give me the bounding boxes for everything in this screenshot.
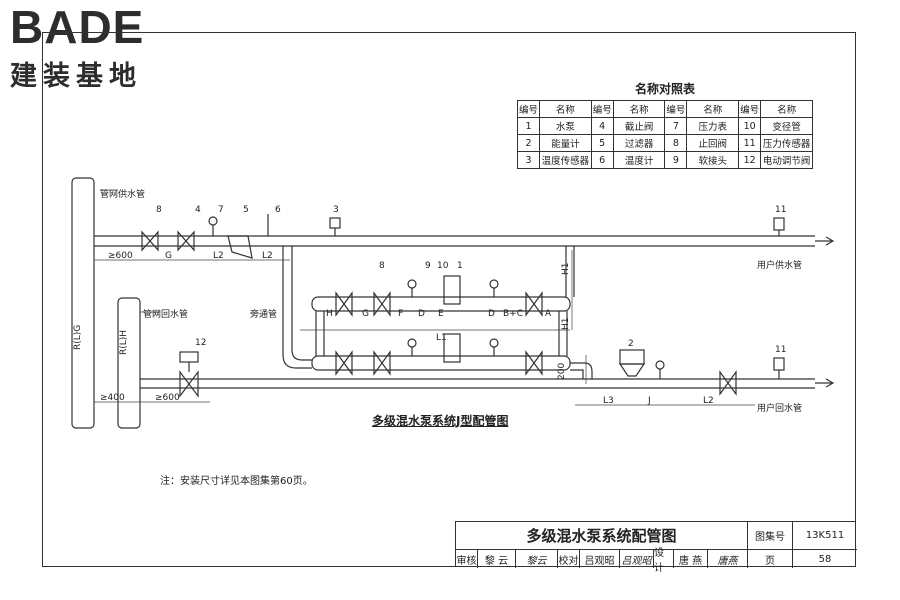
review-signature: 黎云 — [516, 550, 558, 568]
legend-cell: 5 — [590, 134, 614, 152]
legend-cell: 10 — [738, 117, 762, 135]
legend-header: 名称 — [612, 100, 666, 118]
legend-cell: 8 — [664, 134, 688, 152]
drawing-frame — [42, 32, 856, 567]
legend-cell: 电动调节阀 — [760, 151, 813, 169]
legend-cell: 7 — [664, 117, 688, 135]
legend-row: 3 温度传感器 6 温度计 9 软接头 12 电动调节阀 — [517, 151, 813, 169]
legend-cell: 4 — [590, 117, 614, 135]
drawing-title: 多级混水泵系统配管图 — [456, 522, 748, 550]
legend-cell: 软接头 — [686, 151, 740, 169]
page-label: 页 — [748, 550, 793, 568]
review-label: 审核 — [456, 550, 478, 568]
legend-header: 编号 — [738, 100, 762, 118]
legend-header: 编号 — [517, 100, 540, 118]
legend-cell: 水泵 — [538, 117, 592, 135]
legend-header-row: 编号 名称 编号 名称 编号 名称 编号 名称 — [517, 100, 813, 118]
legend-table: 编号 名称 编号 名称 编号 名称 编号 名称 1 水泵 4 截止阀 7 压力表… — [517, 100, 813, 169]
logo-word: BADE — [10, 1, 145, 53]
legend-cell: 能量计 — [538, 134, 592, 152]
check-label: 校对 — [558, 550, 580, 568]
legend-cell: 压力表 — [686, 117, 740, 135]
title-block: 多级混水泵系统配管图 图集号 13K511 审核 黎 云 黎云 校对 吕观昭 吕… — [455, 521, 857, 574]
legend-row: 2 能量计 5 过滤器 8 止回阀 11 压力传感器 — [517, 134, 813, 152]
check-signature: 吕观昭 — [620, 550, 654, 568]
note: 注：安装尺寸详见本图集第60页。 — [160, 476, 313, 487]
atlas-label: 图集号 — [748, 522, 793, 550]
legend-header: 编号 — [590, 100, 614, 118]
check-name: 吕观昭 — [580, 550, 620, 568]
design-label: 设计 — [654, 548, 674, 574]
legend-header: 编号 — [664, 100, 688, 118]
logo: BADE 建装基地 — [10, 4, 180, 93]
legend-header: 名称 — [538, 100, 592, 118]
legend-cell: 2 — [517, 134, 540, 152]
legend-cell: 止回阀 — [686, 134, 740, 152]
legend-table-wrap: 名称对照表 编号 名称 编号 名称 编号 名称 编号 名称 1 水泵 4 截止阀… — [517, 80, 813, 169]
legend-cell: 6 — [590, 151, 614, 169]
legend-cell: 9 — [664, 151, 688, 169]
legend-cell: 温度传感器 — [538, 151, 592, 169]
legend-header: 名称 — [760, 100, 813, 118]
logo-chinese: 建装基地 — [10, 61, 142, 92]
diagram-title: 多级混水泵系统J型配管图 — [372, 414, 509, 428]
legend-cell: 压力传感器 — [760, 134, 813, 152]
legend-header: 名称 — [686, 100, 740, 118]
legend-cell: 11 — [738, 134, 762, 152]
review-name: 黎 云 — [478, 550, 516, 568]
legend-row: 1 水泵 4 截止阀 7 压力表 10 变径管 — [517, 117, 813, 135]
legend-cell: 截止阀 — [612, 117, 666, 135]
legend-cell: 过滤器 — [612, 134, 666, 152]
legend-cell: 温度计 — [612, 151, 666, 169]
design-signature: 唐燕 — [708, 550, 748, 568]
legend-cell: 12 — [738, 151, 762, 169]
design-name: 唐 燕 — [674, 550, 708, 568]
legend-cell: 3 — [517, 151, 540, 169]
page-number: 58 — [818, 553, 832, 565]
atlas-number: 13K511 — [793, 522, 857, 550]
legend-title: 名称对照表 — [634, 82, 695, 96]
legend-cell: 变径管 — [760, 117, 813, 135]
legend-cell: 1 — [517, 117, 540, 135]
